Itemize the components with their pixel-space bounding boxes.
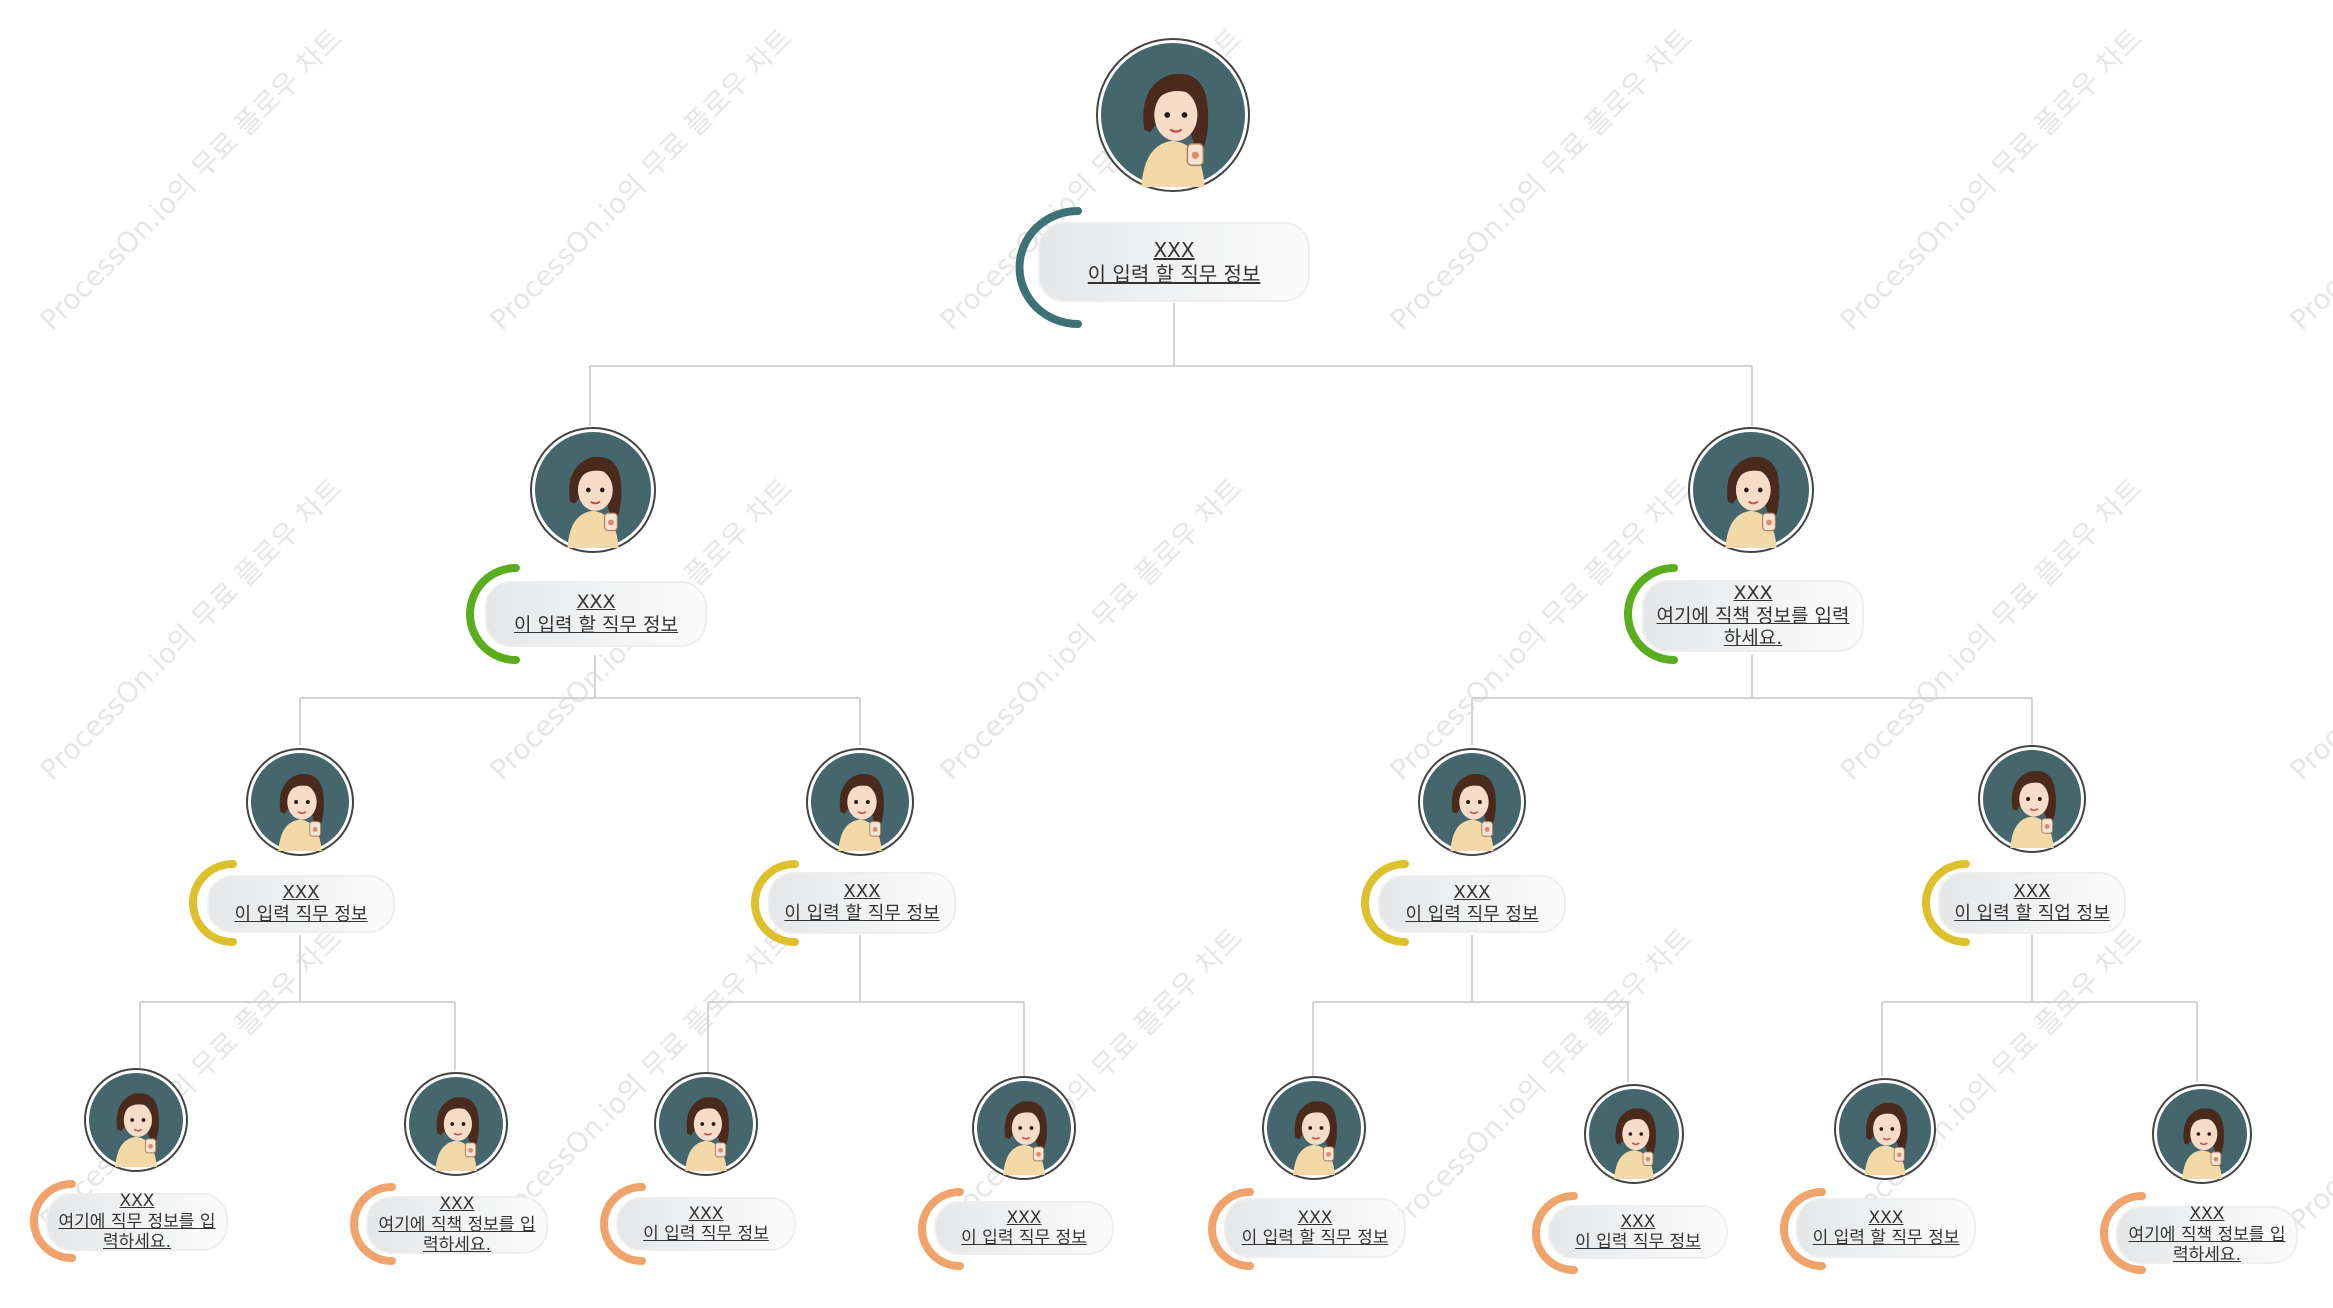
node-card: XXX 여기에 직무 정보를 입력하세요. bbox=[46, 1191, 228, 1253]
node-accent-arc bbox=[466, 564, 520, 664]
avatar bbox=[1418, 748, 1526, 856]
node-card: XXX 이 입력 직무 정보 bbox=[616, 1197, 796, 1251]
node-accent-arc bbox=[2100, 1192, 2146, 1274]
job-title: 이 입력 직무 정보 bbox=[1405, 904, 1539, 925]
avatar bbox=[1096, 38, 1250, 192]
node-accent-arc bbox=[751, 860, 799, 946]
node-card: XXX 이 입력 할 직업 정보 bbox=[1938, 872, 2126, 934]
person-name: XXX bbox=[439, 1194, 475, 1215]
node-accent-arc bbox=[1208, 1188, 1254, 1270]
person-name: XXX bbox=[2013, 881, 2051, 903]
person-name: XXX bbox=[1453, 882, 1491, 904]
node-card: XXX 여기에 직책 정보를 입력하세요. bbox=[1642, 580, 1864, 652]
node-card: XXX 이 입력 할 직무 정보 bbox=[768, 872, 956, 934]
node-card: XXX 이 입력 할 직무 정보 bbox=[485, 581, 707, 647]
avatar bbox=[1584, 1084, 1684, 1184]
person-name: XXX bbox=[1733, 581, 1773, 604]
node-card: XXX 여기에 직책 정보를 입력하세요. bbox=[366, 1194, 548, 1256]
avatar bbox=[806, 748, 914, 856]
node-accent-arc bbox=[350, 1183, 396, 1265]
avatar bbox=[246, 748, 354, 856]
job-title: 이 입력 할 직무 정보 bbox=[1812, 1228, 1960, 1248]
job-title: 이 입력 할 직무 정보 bbox=[1087, 262, 1261, 286]
avatar bbox=[404, 1072, 508, 1176]
node-card: XXX 이 입력 직무 정보 bbox=[934, 1201, 1114, 1255]
job-title: 이 입력 할 직무 정보 bbox=[514, 614, 678, 636]
avatar bbox=[1978, 745, 2086, 853]
node-accent-arc bbox=[1361, 860, 1409, 946]
job-title: 여기에 직무 정보를 입력하세요. bbox=[58, 1211, 216, 1253]
node-accent-arc bbox=[1780, 1188, 1826, 1270]
person-name: XXX bbox=[282, 882, 320, 904]
job-title: 이 입력 할 직무 정보 bbox=[784, 903, 940, 924]
job-title: 여기에 직책 정보를 입력하세요. bbox=[1656, 604, 1850, 650]
job-title: 이 입력 직무 정보 bbox=[234, 904, 368, 925]
node-card: XXX 이 입력 직무 정보 bbox=[207, 875, 395, 933]
avatar bbox=[1688, 427, 1814, 553]
job-title: 이 입력 할 직무 정보 bbox=[1241, 1228, 1389, 1248]
job-title: 이 입력 직무 정보 bbox=[1575, 1232, 1701, 1252]
node-accent-arc bbox=[1922, 860, 1970, 946]
job-title: 이 입력 직무 정보 bbox=[643, 1224, 769, 1244]
node-card: XXX 이 입력 할 직무 정보 bbox=[1224, 1198, 1406, 1258]
person-name: XXX bbox=[1297, 1207, 1333, 1228]
node-accent-arc bbox=[1532, 1192, 1578, 1274]
avatar bbox=[1834, 1078, 1936, 1180]
node-accent-arc bbox=[30, 1180, 76, 1262]
node-accent-arc bbox=[918, 1188, 964, 1270]
node-card: XXX 이 입력 직무 정보 bbox=[1548, 1205, 1728, 1259]
person-name: XXX bbox=[843, 881, 881, 903]
avatar bbox=[2152, 1084, 2252, 1184]
person-name: XXX bbox=[1153, 238, 1195, 262]
job-title: 여기에 직책 정보를 입력하세요. bbox=[2128, 1224, 2286, 1266]
person-name: XXX bbox=[1868, 1207, 1904, 1228]
node-accent-arc bbox=[600, 1183, 646, 1265]
node-accent-arc bbox=[189, 860, 237, 946]
person-name: XXX bbox=[1006, 1207, 1042, 1228]
avatar bbox=[972, 1076, 1076, 1180]
node-card: XXX 여기에 직책 정보를 입력하세요. bbox=[2116, 1204, 2298, 1266]
node-accent-arc bbox=[1015, 207, 1082, 328]
job-title: 이 입력 할 직업 정보 bbox=[1954, 903, 2110, 924]
avatar bbox=[530, 427, 656, 553]
person-name: XXX bbox=[1620, 1211, 1656, 1232]
person-name: XXX bbox=[119, 1191, 155, 1212]
person-name: XXX bbox=[576, 591, 616, 614]
node-card: XXX 이 입력 할 직무 정보 bbox=[1038, 222, 1310, 302]
job-title: 이 입력 직무 정보 bbox=[961, 1228, 1087, 1248]
avatar bbox=[84, 1068, 188, 1172]
node-card: XXX 이 입력 직무 정보 bbox=[1378, 875, 1566, 933]
node-card: XXX 이 입력 할 직무 정보 bbox=[1796, 1198, 1976, 1258]
avatar bbox=[654, 1072, 758, 1176]
job-title: 여기에 직책 정보를 입력하세요. bbox=[378, 1214, 536, 1256]
person-name: XXX bbox=[688, 1203, 724, 1224]
avatar bbox=[1262, 1076, 1366, 1180]
node-accent-arc bbox=[1624, 564, 1678, 664]
person-name: XXX bbox=[2189, 1204, 2225, 1225]
